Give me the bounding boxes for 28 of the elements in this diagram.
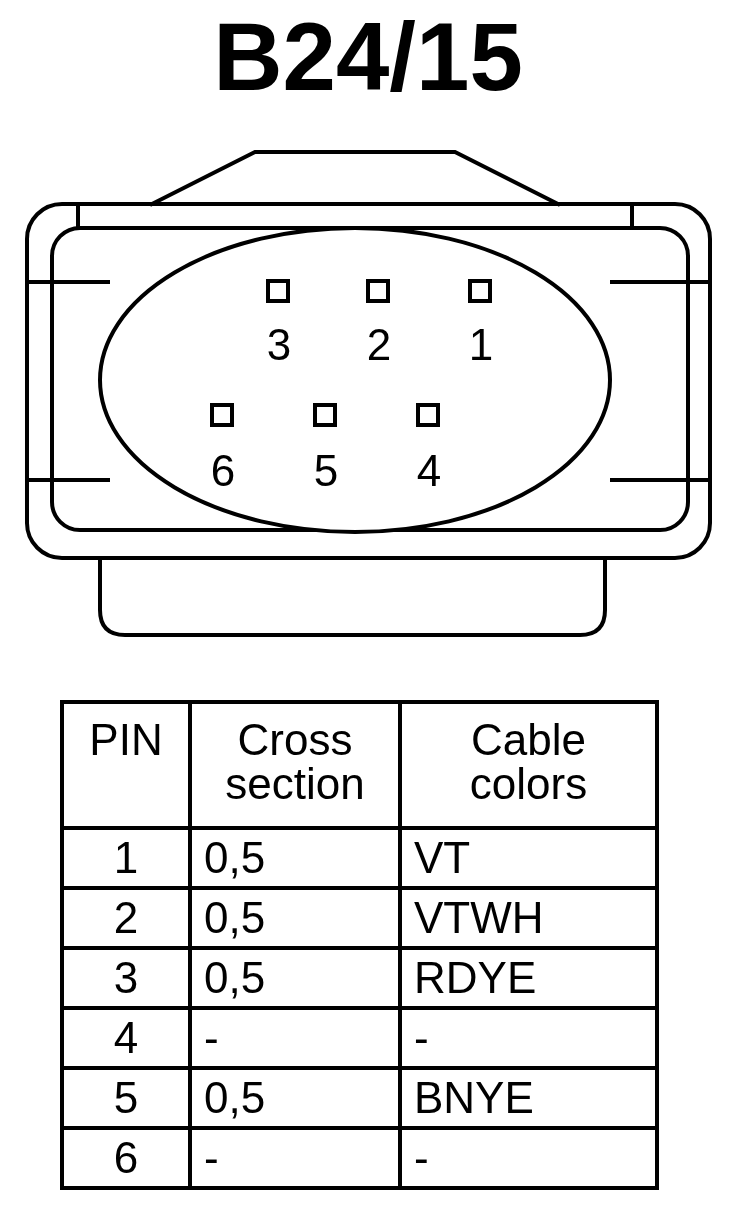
pin-number: 3 — [62, 948, 190, 1008]
pin-number: 6 — [209, 448, 237, 494]
cable-color-code: - — [400, 1128, 657, 1188]
cable-color-code: VT — [400, 828, 657, 888]
pin-number: 2 — [365, 322, 393, 368]
cable-color-code: - — [400, 1008, 657, 1068]
pin-number: 5 — [312, 448, 340, 494]
cross-section-value: 0,5 — [190, 888, 400, 948]
pin-number: 2 — [62, 888, 190, 948]
pin-number: 3 — [265, 322, 293, 368]
cross-section-value: - — [190, 1128, 400, 1188]
column-header: PIN — [62, 702, 190, 828]
column-header: Cable colors — [400, 702, 657, 828]
pin-number: 1 — [467, 322, 495, 368]
cross-section-value: 0,5 — [190, 828, 400, 888]
cross-section-value: 0,5 — [190, 1068, 400, 1128]
cross-section-value: - — [190, 1008, 400, 1068]
diagram-title: B24/15 — [212, 2, 524, 112]
cable-color-code: VTWH — [400, 888, 657, 948]
pin-number: 1 — [62, 828, 190, 888]
pin-number: 6 — [62, 1128, 190, 1188]
cable-color-code: BNYE — [400, 1068, 657, 1128]
column-header: Cross section — [190, 702, 400, 828]
pin-number: 5 — [62, 1068, 190, 1128]
pin-number: 4 — [415, 448, 443, 494]
cable-color-code: RDYE — [400, 948, 657, 1008]
pin-number: 4 — [62, 1008, 190, 1068]
cross-section-value: 0,5 — [190, 948, 400, 1008]
